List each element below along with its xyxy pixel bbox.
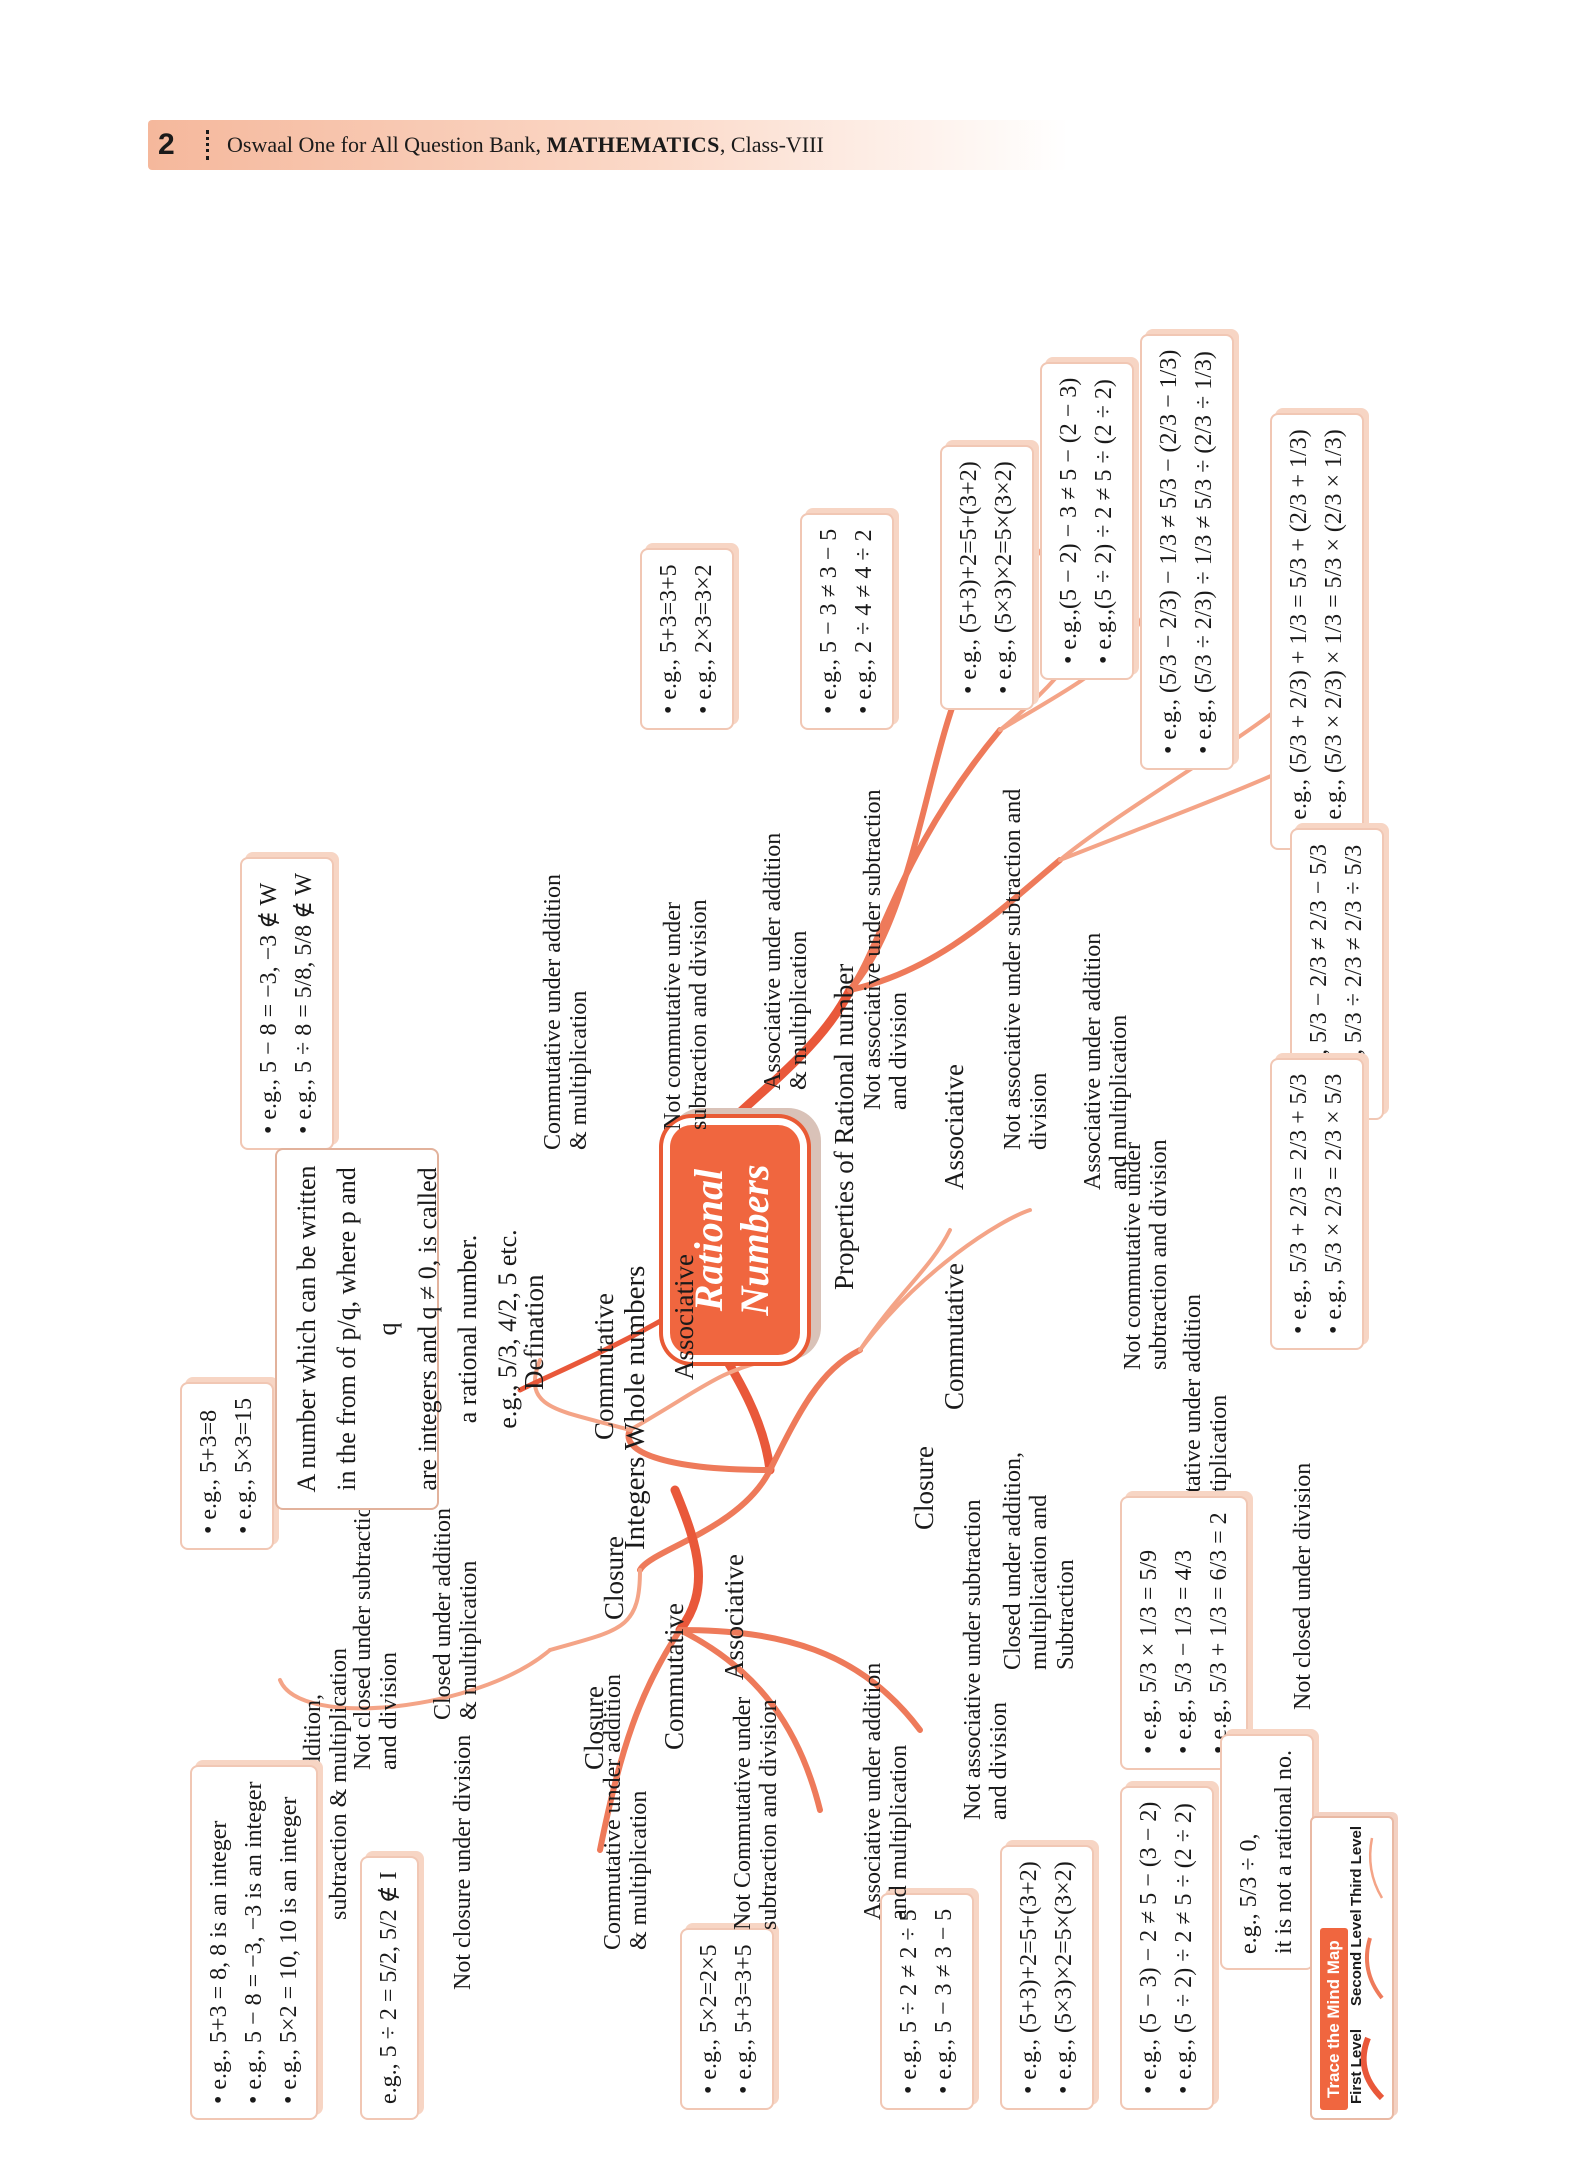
header-divider	[206, 130, 209, 160]
book-subject: MATHEMATICS	[546, 132, 720, 157]
trace-first-level: First Level	[1348, 2028, 1365, 2104]
whole-assoc-box: e.g., (5+3)+2=5+(3+2) e.g., (5×3)×2=5×(3…	[940, 445, 1034, 710]
trace-second-level: Second Level	[1348, 1909, 1365, 2006]
int-assoc-box: e.g., (5+3)+2=5+(3+2) e.g., (5×3)×2=5×(3…	[1000, 1845, 1094, 2110]
int-notcomm-box: e.g., 5 ÷ 2 ≠ 2 ÷ 5 e.g., 5 − 3 ≠ 3 − 5	[880, 1892, 974, 2110]
int-commutative-label: Commutative	[659, 1603, 689, 1750]
int-comm-label: Commutative under addition& multiplicati…	[600, 1674, 653, 1950]
int-comm-box: e.g., 5×2=2×5 e.g., 5+3=3+5	[680, 1928, 774, 2110]
book-title: Oswaal One for All Question Bank, MATHEM…	[227, 132, 824, 158]
book-class: , Class-VIII	[719, 132, 824, 157]
whole-closed-box: e.g., 5+3=8 e.g., 5×3=15	[180, 1381, 274, 1550]
int-closure-box: e.g., 5+3 = 8, 8 is an integer e.g., 5 −…	[190, 1765, 319, 2120]
mind-map: Rational Numbers Whole numbers Closure C…	[0, 190, 1588, 2150]
prop-closed-box: e.g., 5/3 × 1/3 = 5/9 e.g., 5/3 − 1/3 = …	[1120, 1496, 1249, 1770]
prop-commutative-label: Commutative	[939, 1263, 969, 1410]
properties-label: Properties of Rational number	[829, 963, 859, 1290]
whole-notassoc-box: e.g.,(5 − 2) − 3 ≠ 5 − (2 − 3) e.g.,(5 ÷…	[1040, 361, 1134, 680]
int-notclosure-box: e.g., 5 ÷ 2 = 5/2, 5/2 ∉ I	[360, 1855, 419, 2120]
trace-legend: Trace the Mind Map First Level Second Le…	[1310, 1816, 1394, 2120]
whole-notclosed-box: e.g., 5 − 8 = −3, −3 ∉ W e.g., 5 ÷ 8 = 5…	[240, 856, 334, 1150]
integers-label: Integers	[619, 1456, 651, 1550]
prop-notclosed-box: e.g., 5/3 ÷ 0, it is not a rational no.	[1220, 1734, 1314, 1970]
whole-notcomm-box: e.g., 5 − 3 ≠ 3 − 5 e.g., 2 ÷ 4 ≠ 4 ÷ 2	[800, 512, 894, 730]
prop-notassoc-box: e.g., (5/3 − 2/3) − 1/3 ≠ 5/3 − (2/3 − 1…	[1140, 333, 1234, 770]
whole-closed-label: Closed under addition& multiplication	[430, 1508, 483, 1720]
prop-associative-label: Associative	[939, 1064, 969, 1190]
whole-numbers-label: Whole numbers	[619, 1265, 651, 1450]
page-number: 2	[158, 128, 175, 161]
int-associative-label: Associative	[719, 1554, 749, 1680]
trace-level-strokes	[1360, 1837, 1385, 2101]
center-line2: Numbers	[732, 1164, 777, 1316]
prop-notclosed-label: Not closed under division	[1290, 1462, 1316, 1710]
whole-comm-label: Commutative under addition& multiplicati…	[540, 874, 593, 1150]
definition-box: A number which can be written in the fro…	[275, 1148, 522, 1510]
page-header: 2 Oswaal One for All Question Bank, MATH…	[148, 120, 1068, 170]
whole-assoc-label: Associative under addition& multiplicati…	[760, 832, 813, 1090]
int-notassoc-box: e.g., (5 − 3) − 2 ≠ 5 − (3 − 2) e.g., (5…	[1120, 1785, 1214, 2110]
trace-third-level: Third Level	[1348, 1825, 1365, 1906]
whole-associative-label: Associative	[669, 1254, 699, 1380]
prop-assoc-box: e.g., (5/3 + 2/3) + 1/3 = 5/3 + (2/3 + 1…	[1270, 413, 1364, 850]
prop-comm-box: e.g., 5/3 + 2/3 = 2/3 + 5/3 e.g., 5/3 × …	[1270, 1057, 1364, 1350]
prop-closure-label: Closure	[909, 1446, 939, 1530]
whole-comm-box: e.g., 5+3=3+5 e.g., 2×3=3×2	[640, 548, 734, 730]
int-notclosure-label: Not closure under division	[450, 1734, 476, 1990]
whole-commutative-label: Commutative	[589, 1293, 619, 1440]
book-series: Oswaal One for All Question Bank,	[227, 132, 542, 157]
